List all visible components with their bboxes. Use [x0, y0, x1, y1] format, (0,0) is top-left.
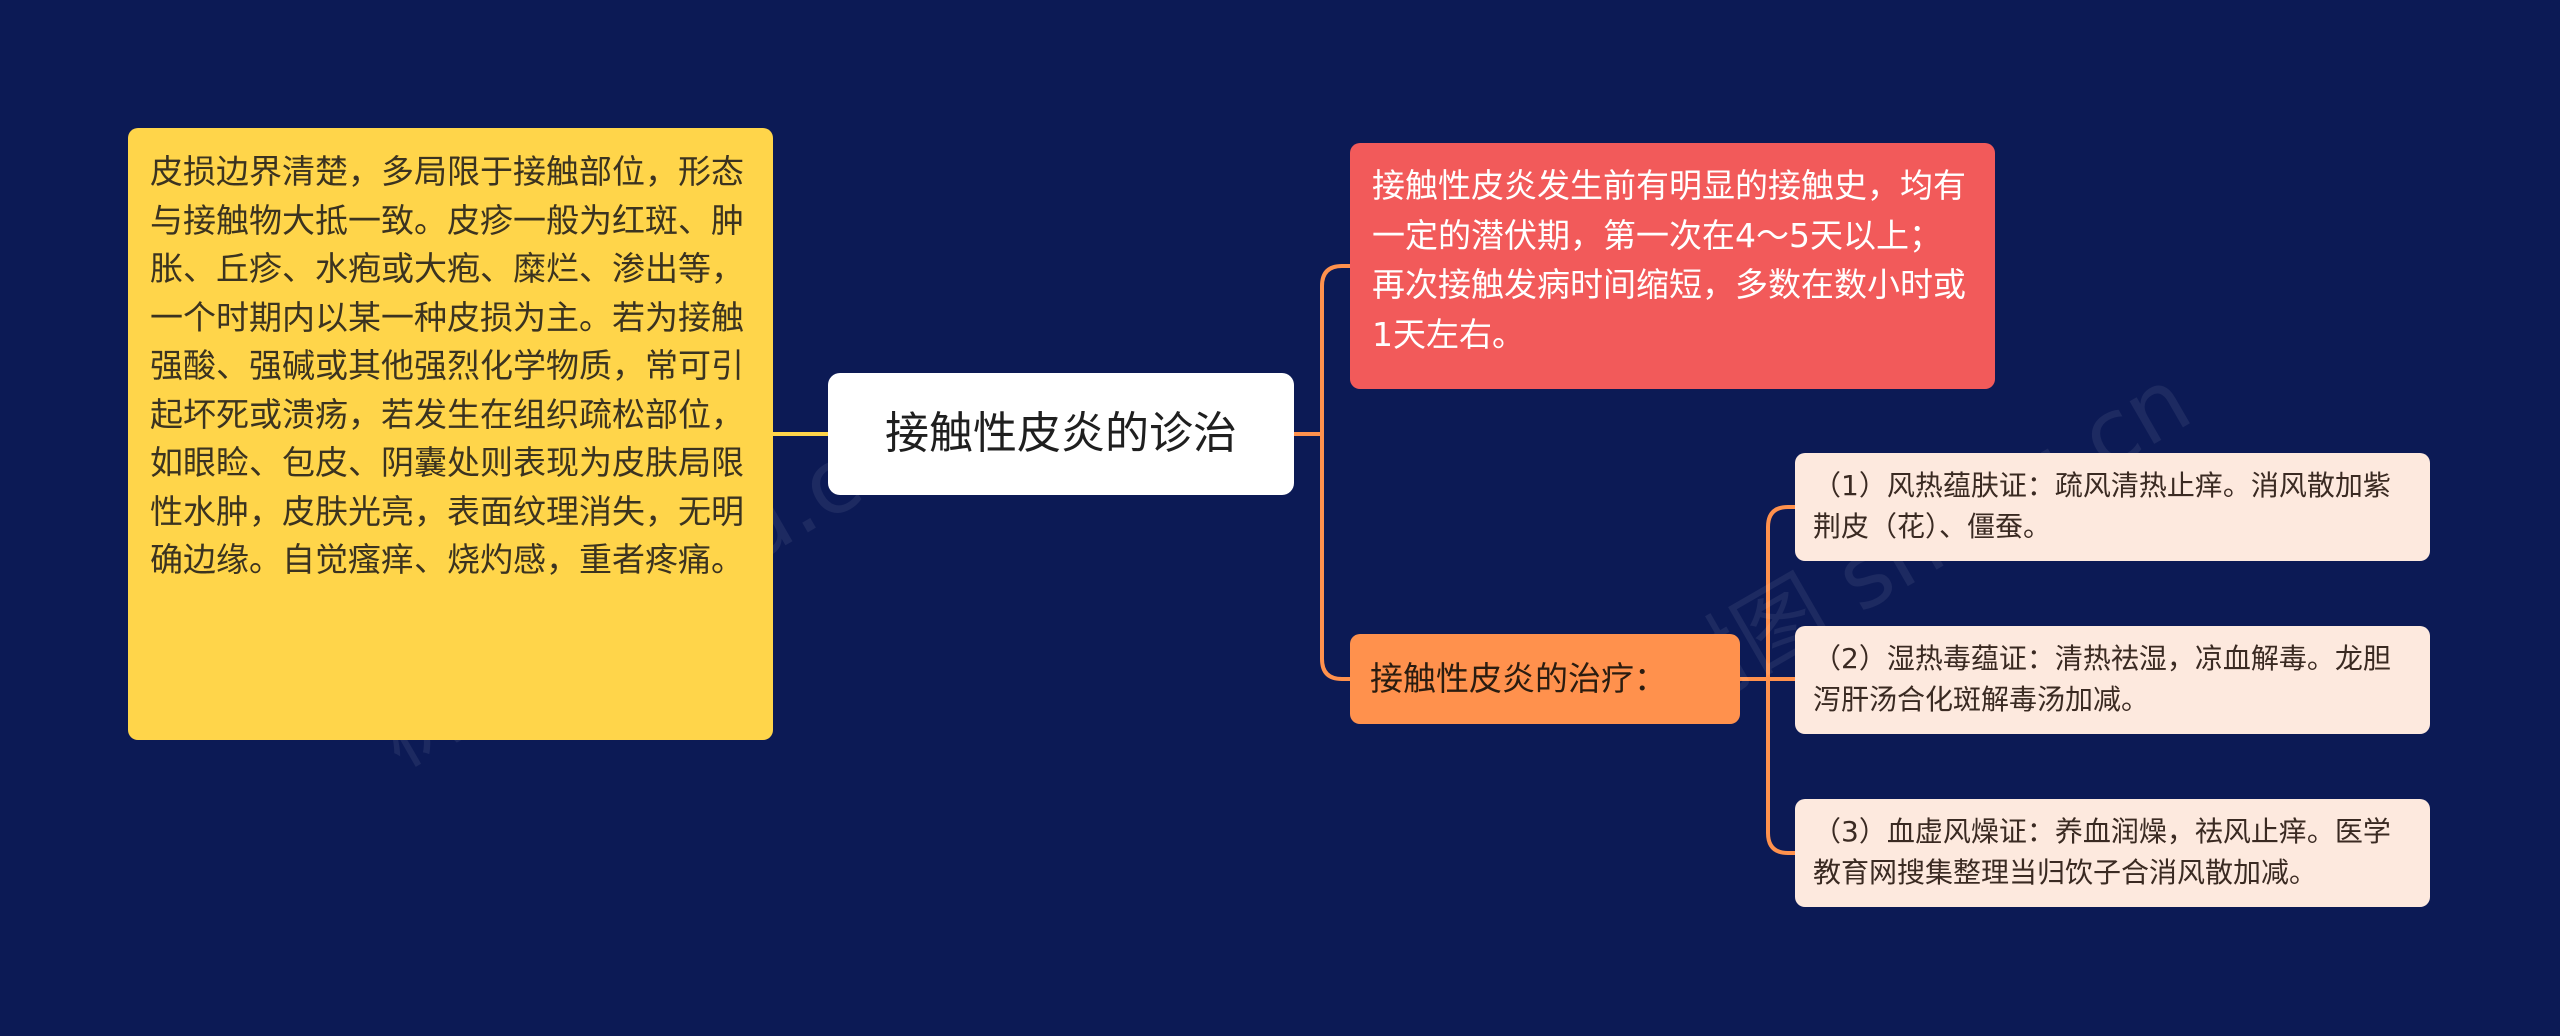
- treatment-item[interactable]: （1）风热蕴肤证：疏风清热止痒。消风散加紫荆皮（花）、僵蚕。: [1795, 453, 2430, 561]
- left-note-text: 皮损边界清楚，多局限于接触部位，形态与接触物大抵一致。皮疹一般为红斑、肿胀、丘疹…: [150, 152, 744, 579]
- treatment-item-text: （1）风热蕴肤证：疏风清热止痒。消风散加紫荆皮（花）、僵蚕。: [1813, 469, 2391, 544]
- history-node[interactable]: 接触性皮炎发生前有明显的接触史，均有一定的潜伏期，第一次在4～5天以上；再次接触…: [1350, 143, 1995, 389]
- connector-to-treatment: [1320, 434, 1350, 681]
- treatment-node-label: 接触性皮炎的治疗：: [1370, 659, 1667, 699]
- connector-to-leaf-3: [1766, 679, 1795, 855]
- connector-to-leaf-1: [1766, 505, 1795, 679]
- connector-to-right-top: [1320, 264, 1350, 434]
- central-topic[interactable]: 接触性皮炎的诊治: [828, 373, 1294, 495]
- history-node-text: 接触性皮炎发生前有明显的接触史，均有一定的潜伏期，第一次在4～5天以上；再次接触…: [1372, 166, 1966, 354]
- treatment-item[interactable]: （2）湿热毒蕴证：清热祛湿，凉血解毒。龙胆泻肝汤合化斑解毒汤加减。: [1795, 626, 2430, 734]
- central-topic-label: 接触性皮炎的诊治: [885, 408, 1237, 460]
- treatment-item-text: （3）血虚风燥证：养血润燥，祛风止痒。医学教育网搜集整理当归饮子合消风散加减。: [1813, 815, 2391, 890]
- left-note-node[interactable]: 皮损边界清楚，多局限于接触部位，形态与接触物大抵一致。皮疹一般为红斑、肿胀、丘疹…: [128, 128, 773, 740]
- treatment-node[interactable]: 接触性皮炎的治疗：: [1350, 634, 1740, 724]
- treatment-item-text: （2）湿热毒蕴证：清热祛湿，凉血解毒。龙胆泻肝汤合化斑解毒汤加减。: [1813, 642, 2391, 717]
- treatment-item[interactable]: （3）血虚风燥证：养血润燥，祛风止痒。医学教育网搜集整理当归饮子合消风散加减。: [1795, 799, 2430, 907]
